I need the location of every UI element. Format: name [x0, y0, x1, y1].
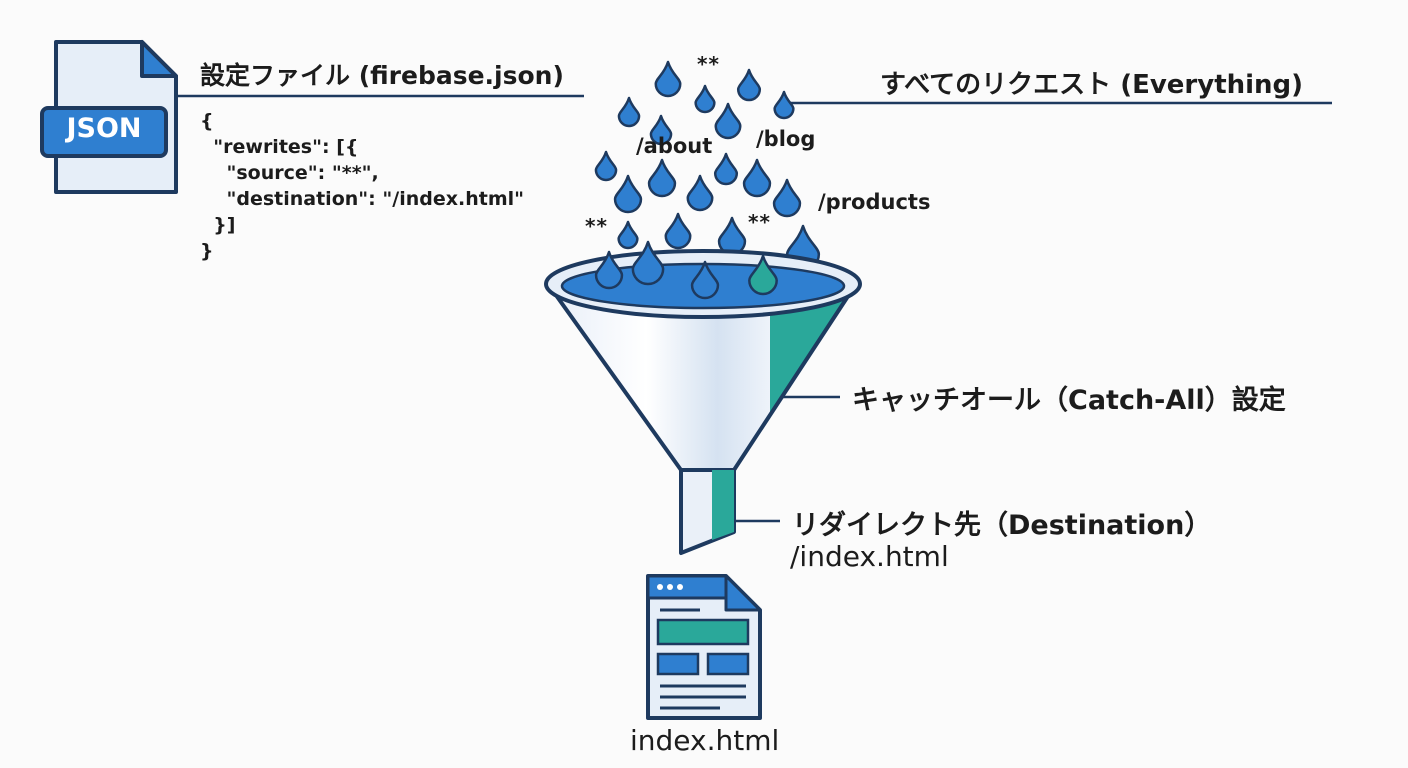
- water-drop-icon: [748, 254, 778, 296]
- water-drop-icon: [649, 114, 673, 146]
- water-drop-icon: [694, 84, 716, 114]
- water-drop-icon: [736, 68, 762, 102]
- water-drop-icon: [594, 250, 624, 290]
- water-drop-icon: [686, 174, 714, 212]
- wildcard-label: **: [697, 52, 720, 76]
- route-label-about: /about: [636, 134, 713, 158]
- json-badge-label: JSON: [66, 113, 142, 144]
- code-line: }: [200, 240, 214, 262]
- water-drop-icon: [714, 102, 742, 140]
- water-drop-icon: [717, 216, 747, 256]
- water-drop-icon: [713, 152, 739, 186]
- wildcard-label: **: [748, 210, 771, 234]
- html-page-icon: [646, 574, 762, 720]
- water-drop-icon: [690, 260, 720, 300]
- config-title: 設定ファイル (firebase.json): [200, 61, 564, 90]
- water-drop-icon: [617, 220, 639, 250]
- code-line: "rewrites": [{: [200, 136, 359, 158]
- water-drop-icon: [594, 150, 618, 182]
- all-requests-title: すべてのリクエスト (Everything): [880, 70, 1304, 100]
- destination-label: リダイレクト先（Destination）: [792, 510, 1212, 541]
- request-drops-in-funnel: [594, 240, 778, 300]
- route-label-blog: /blog: [756, 127, 816, 151]
- water-drop-icon: [631, 240, 665, 286]
- wildcard-label: **: [585, 214, 608, 238]
- water-drop-icon: [617, 96, 641, 128]
- request-drops: [594, 60, 821, 272]
- catch-all-label: キャッチオール（Catch-All）設定: [852, 385, 1286, 416]
- code-line: }]: [200, 214, 236, 236]
- output-filename: index.html: [630, 724, 780, 757]
- code-line: "destination": "/index.html": [200, 188, 525, 210]
- water-drop-icon: [613, 174, 643, 214]
- json-file-icon: [40, 40, 178, 194]
- code-snippet: { "rewrites": [{ "source": "**", "destin…: [200, 108, 524, 264]
- code-line: {: [200, 110, 214, 132]
- destination-path: /index.html: [790, 540, 949, 573]
- water-drop-icon: [772, 178, 802, 218]
- code-line: "source": "**",: [200, 162, 379, 184]
- water-drop-icon: [654, 60, 682, 98]
- water-drop-icon: [647, 158, 677, 198]
- water-drop-icon: [664, 212, 692, 250]
- water-drop-icon: [742, 158, 772, 198]
- route-label-products: /products: [818, 190, 931, 214]
- water-drop-icon: [773, 90, 795, 120]
